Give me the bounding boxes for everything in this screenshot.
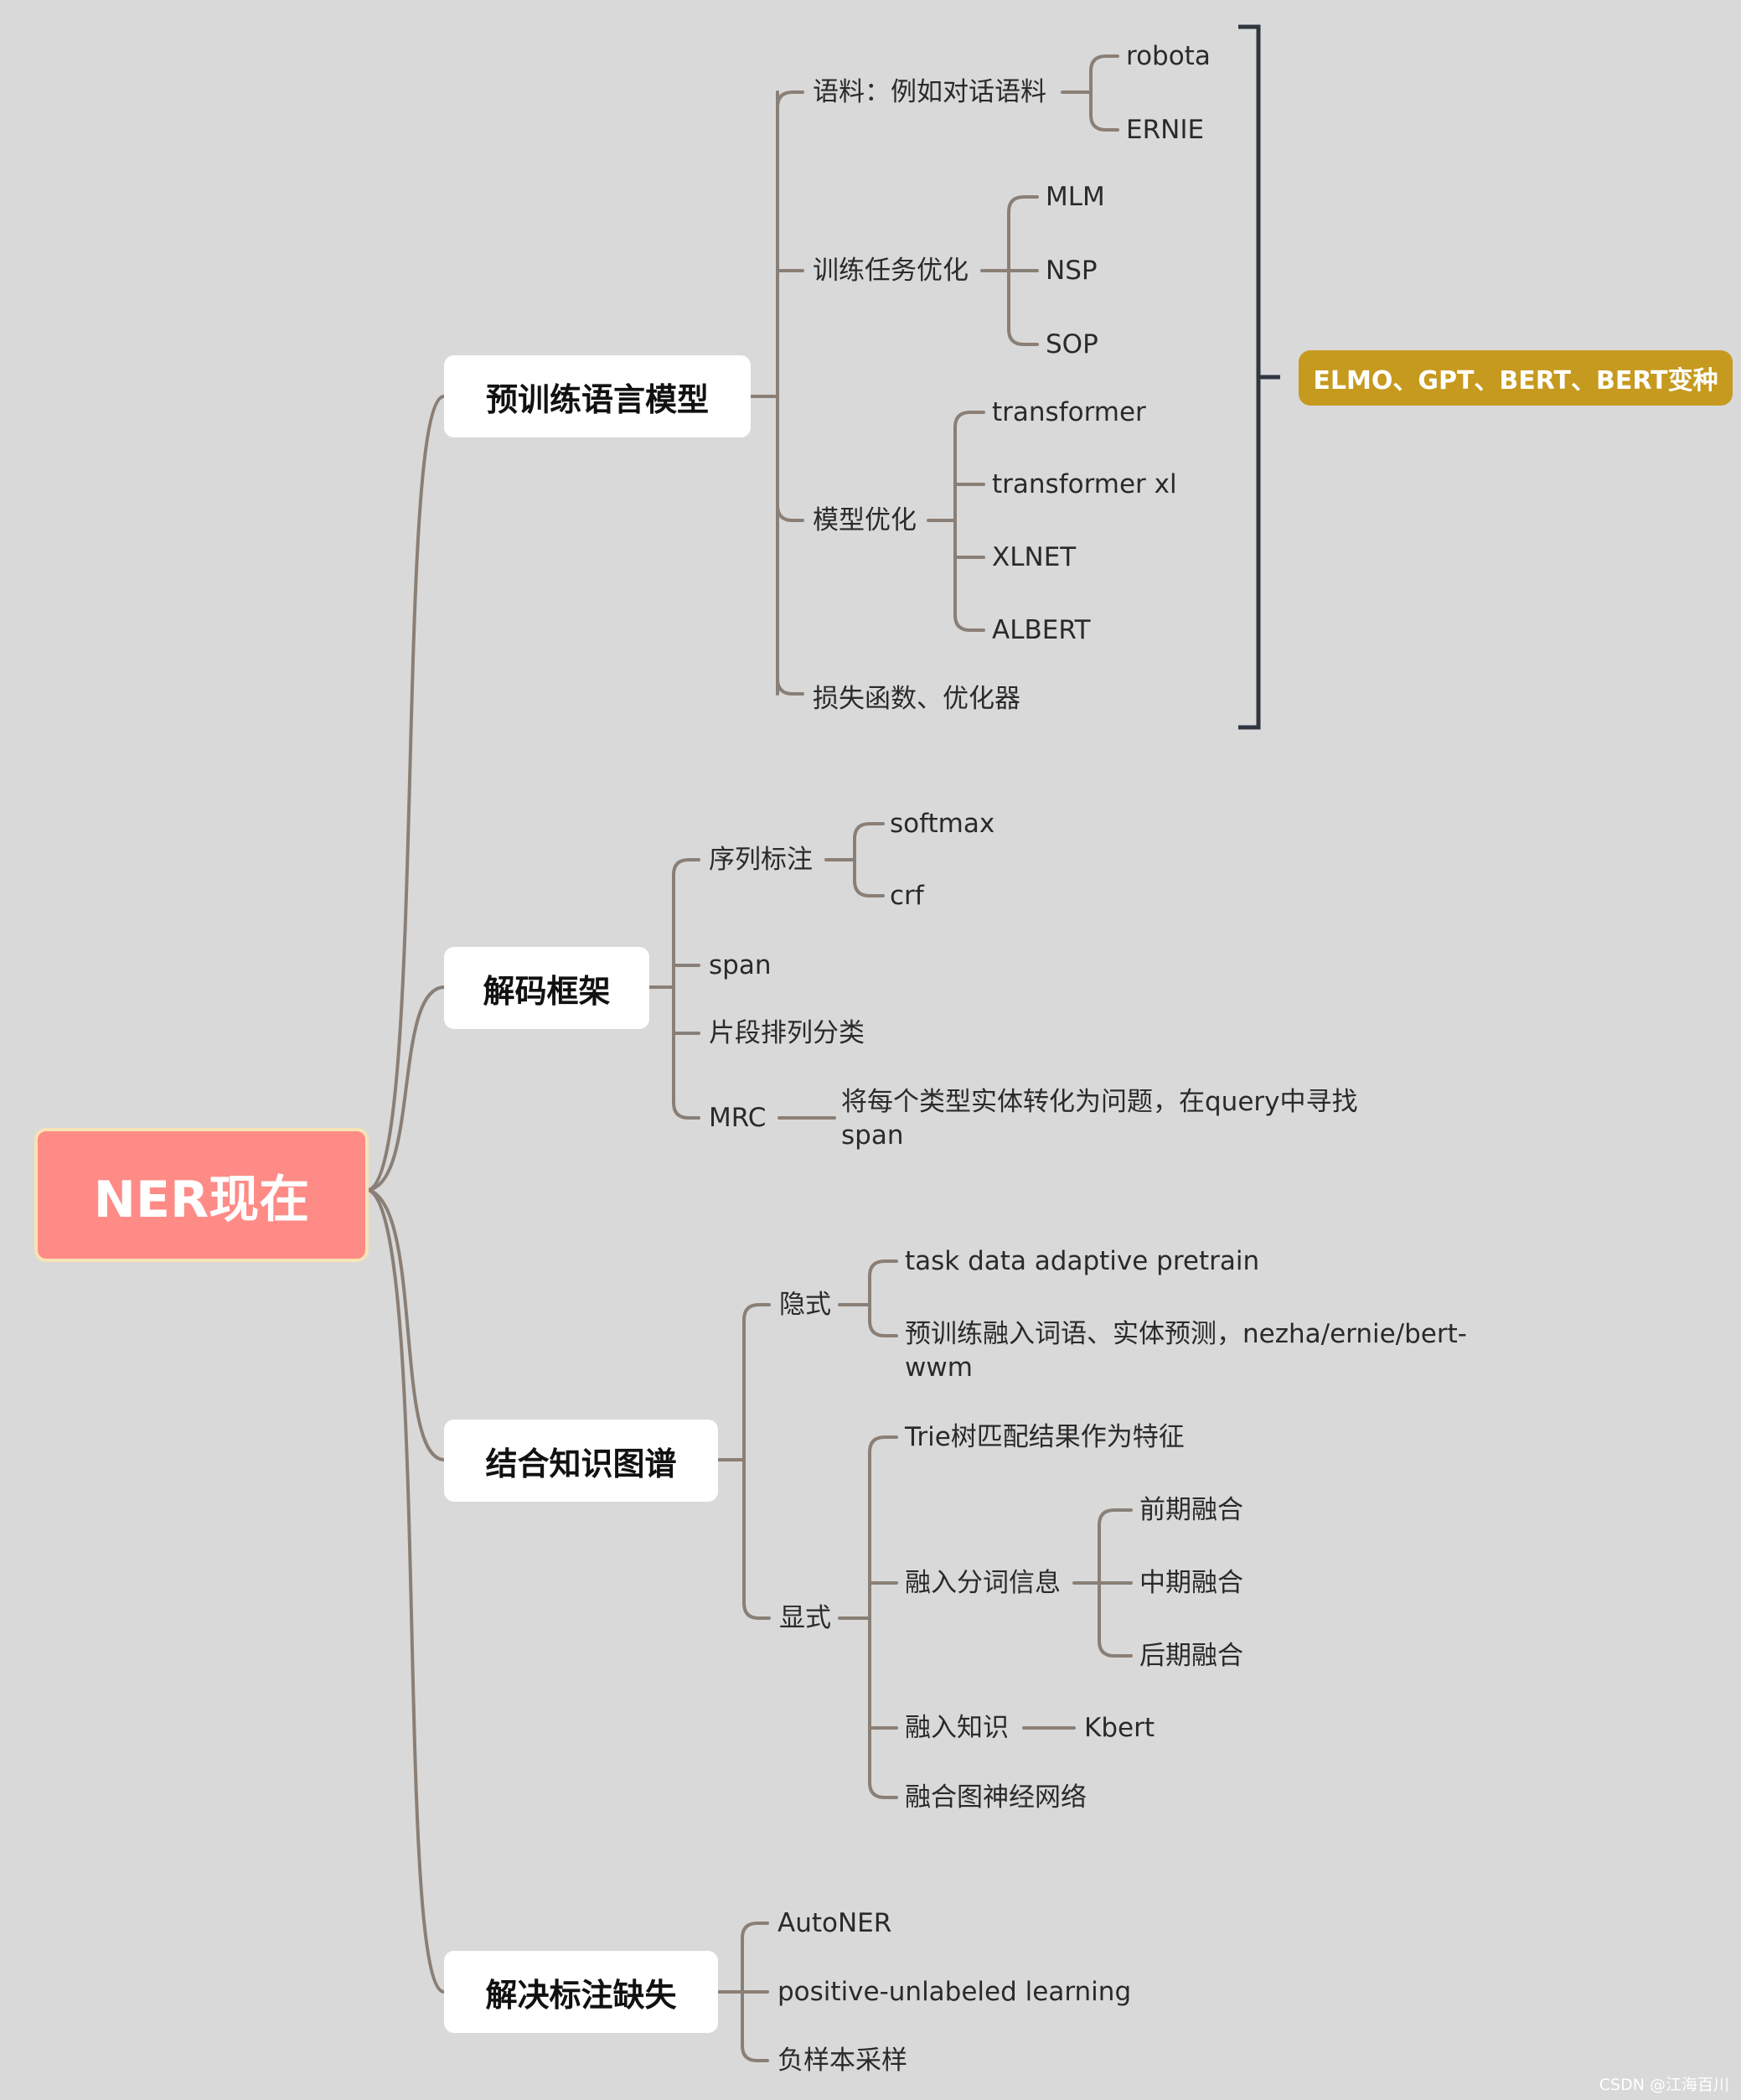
topic-transformer[interactable]: transformer <box>992 397 1146 427</box>
topic-mrc-detail[interactable]: 将每个类型实体转化为问题，在query中寻找span <box>841 1087 1358 1151</box>
topic-sequence-labeling[interactable]: 序列标注 <box>709 845 813 875</box>
topic-autoner[interactable]: AutoNER <box>778 1908 892 1938</box>
topic-loss-optimizer[interactable]: 损失函数、优化器 <box>813 684 1020 714</box>
topic-corpus[interactable]: 语料：例如对话语料 <box>813 77 1046 107</box>
topic-mrc[interactable]: MRC <box>709 1103 767 1133</box>
branch-knowledge-graph[interactable]: 结合知识图谱 <box>444 1420 718 1502</box>
topic-nsp[interactable]: NSP <box>1046 256 1098 286</box>
topic-trie-feature[interactable]: Trie树匹配结果作为特征 <box>905 1422 1185 1452</box>
branch-decoding-framework[interactable]: 解码框架 <box>444 947 649 1029</box>
topic-pretrain-fusion[interactable]: 预训练融入词语、实体预测，nezha/ernie/bert-wwm <box>905 1319 1467 1383</box>
topic-mlm[interactable]: MLM <box>1046 182 1105 212</box>
topic-albert[interactable]: ALBERT <box>992 615 1091 645</box>
branch-missing-labels[interactable]: 解决标注缺失 <box>444 1951 718 2033</box>
topic-segmentation-info[interactable]: 融入分词信息 <box>905 1568 1061 1598</box>
topic-xlnet[interactable]: XLNET <box>992 542 1077 572</box>
branch-pretrained-lm[interactable]: 预训练语言模型 <box>444 355 751 437</box>
topic-kbert[interactable]: Kbert <box>1084 1713 1155 1743</box>
topic-mid-fusion[interactable]: 中期融合 <box>1139 1568 1243 1598</box>
topic-explicit[interactable]: 显式 <box>779 1603 831 1633</box>
topic-model-opt[interactable]: 模型优化 <box>813 505 917 535</box>
topic-pu-learning[interactable]: positive-unlabeled learning <box>778 1977 1132 2007</box>
topic-negative-sampling[interactable]: 负样本采样 <box>778 2046 907 2076</box>
topic-late-fusion[interactable]: 后期融合 <box>1139 1641 1243 1671</box>
topic-span[interactable]: span <box>709 950 772 980</box>
watermark: CSDN @江海百川 <box>1599 2076 1729 2094</box>
root-node[interactable]: NER现在 <box>34 1128 369 1262</box>
topic-training-task[interactable]: 训练任务优化 <box>813 256 969 286</box>
topic-transformer-xl[interactable]: transformer xl <box>992 469 1177 499</box>
topic-crf[interactable]: crf <box>890 881 924 911</box>
topic-ernie[interactable]: ERNIE <box>1126 115 1205 145</box>
topic-robota[interactable]: robota <box>1126 41 1211 71</box>
topic-gnn-fusion[interactable]: 融合图神经网络 <box>905 1782 1087 1813</box>
summary-node[interactable]: ELMO、GPT、BERT、BERT变种 <box>1299 350 1733 406</box>
topic-task-adaptive[interactable]: task data adaptive pretrain <box>905 1246 1260 1276</box>
topic-implicit[interactable]: 隐式 <box>779 1290 831 1320</box>
topic-sop[interactable]: SOP <box>1046 329 1098 359</box>
topic-early-fusion[interactable]: 前期融合 <box>1139 1495 1243 1525</box>
topic-softmax[interactable]: softmax <box>890 809 995 839</box>
topic-span-classification[interactable]: 片段排列分类 <box>709 1018 865 1048</box>
topic-knowledge-injection[interactable]: 融入知识 <box>905 1713 1009 1743</box>
